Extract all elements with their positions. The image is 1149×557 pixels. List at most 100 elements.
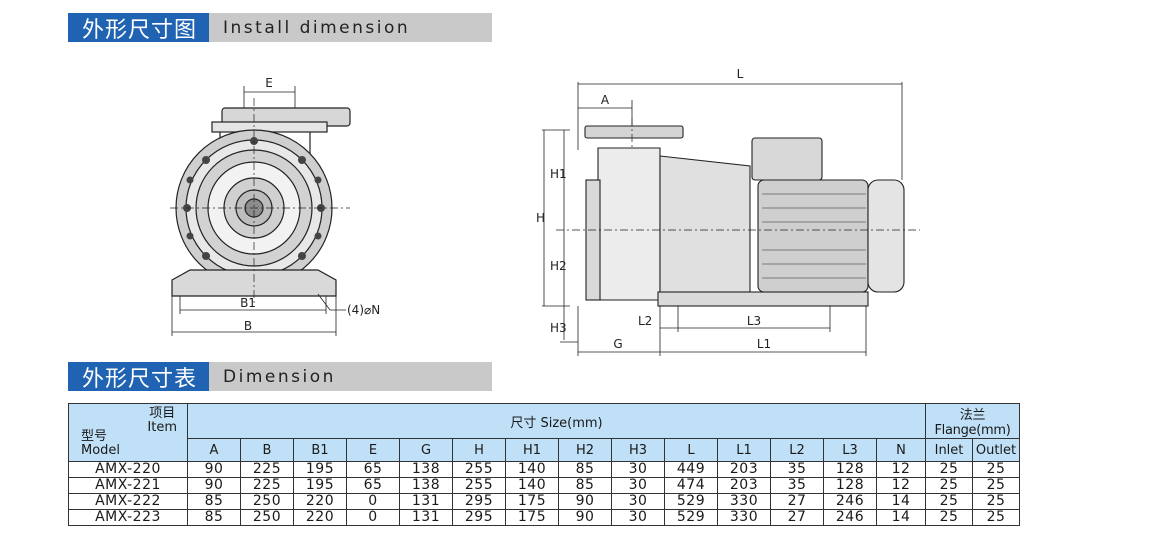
value-cell: 90 bbox=[187, 461, 241, 478]
value-cell: 225 bbox=[240, 461, 294, 478]
label-l2: L2 bbox=[638, 314, 652, 328]
value-cell: 246 bbox=[823, 509, 877, 526]
table-corner-cell: 项目 Item 型号 Model bbox=[68, 403, 188, 462]
label-l1: L1 bbox=[757, 337, 771, 351]
value-cell: 35 bbox=[770, 461, 824, 478]
install-title-en: Install dimension bbox=[209, 13, 492, 42]
size-header: 尺寸 Size(mm) bbox=[187, 403, 926, 439]
value-cell: 203 bbox=[717, 461, 771, 478]
value-cell: 25 bbox=[972, 461, 1020, 478]
column-header-n: N bbox=[876, 438, 926, 462]
dimension-title-en: Dimension bbox=[209, 362, 492, 391]
value-cell: 85 bbox=[187, 509, 241, 526]
value-cell: 529 bbox=[664, 509, 718, 526]
label-e: E bbox=[265, 76, 273, 90]
value-cell: 131 bbox=[399, 493, 453, 510]
value-cell: 27 bbox=[770, 493, 824, 510]
value-cell: 203 bbox=[717, 477, 771, 494]
value-cell: 25 bbox=[925, 493, 973, 510]
model-cell: AMX-223 bbox=[68, 509, 188, 526]
value-cell: 246 bbox=[823, 493, 877, 510]
model-cell: AMX-222 bbox=[68, 493, 188, 510]
column-header-g: G bbox=[399, 438, 453, 462]
value-cell: 25 bbox=[972, 509, 1020, 526]
label-l: L bbox=[737, 67, 744, 81]
value-cell: 140 bbox=[505, 477, 559, 494]
value-cell: 12 bbox=[876, 461, 926, 478]
value-cell: 250 bbox=[240, 493, 294, 510]
value-cell: 85 bbox=[187, 493, 241, 510]
label-a: A bbox=[601, 93, 610, 107]
value-cell: 175 bbox=[505, 509, 559, 526]
label-h: H bbox=[536, 211, 545, 225]
pump-front-view: E B1 B (4)⌀N bbox=[170, 76, 380, 336]
value-cell: 128 bbox=[823, 477, 877, 494]
pump-side-view: L A H H1 H2 H3 L2 L3 G L1 bbox=[536, 67, 920, 356]
value-cell: 175 bbox=[505, 493, 559, 510]
column-header-b: B bbox=[240, 438, 294, 462]
column-header-h: H bbox=[452, 438, 506, 462]
value-cell: 131 bbox=[399, 509, 453, 526]
value-cell: 330 bbox=[717, 509, 771, 526]
value-cell: 25 bbox=[972, 477, 1020, 494]
value-cell: 90 bbox=[558, 509, 612, 526]
value-cell: 30 bbox=[611, 461, 665, 478]
value-cell: 25 bbox=[925, 477, 973, 494]
value-cell: 255 bbox=[452, 461, 506, 478]
value-cell: 220 bbox=[293, 493, 347, 510]
column-header-l1: L1 bbox=[717, 438, 771, 462]
value-cell: 220 bbox=[293, 509, 347, 526]
column-header-h2: H2 bbox=[558, 438, 612, 462]
column-header-a: A bbox=[187, 438, 241, 462]
label-h1: H1 bbox=[550, 167, 567, 181]
install-dimension-header: 外形尺寸图 Install dimension bbox=[68, 13, 492, 43]
value-cell: 35 bbox=[770, 477, 824, 494]
value-cell: 65 bbox=[346, 477, 400, 494]
value-cell: 25 bbox=[972, 493, 1020, 510]
value-cell: 449 bbox=[664, 461, 718, 478]
column-header-h1: H1 bbox=[505, 438, 559, 462]
model-cell: AMX-221 bbox=[68, 477, 188, 494]
column-header-l: L bbox=[664, 438, 718, 462]
value-cell: 30 bbox=[611, 509, 665, 526]
value-cell: 140 bbox=[505, 461, 559, 478]
column-header-b1: B1 bbox=[293, 438, 347, 462]
corner-model-label: 型号 Model bbox=[81, 429, 121, 458]
column-header-e: E bbox=[346, 438, 400, 462]
value-cell: 474 bbox=[664, 477, 718, 494]
column-header-h3: H3 bbox=[611, 438, 665, 462]
value-cell: 14 bbox=[876, 493, 926, 510]
value-cell: 255 bbox=[452, 477, 506, 494]
label-l3: L3 bbox=[747, 314, 761, 328]
value-cell: 65 bbox=[346, 461, 400, 478]
label-b: B bbox=[244, 319, 252, 333]
label-h2: H2 bbox=[550, 259, 567, 273]
column-header-outlet: Outlet bbox=[972, 438, 1020, 462]
value-cell: 195 bbox=[293, 461, 347, 478]
value-cell: 138 bbox=[399, 461, 453, 478]
value-cell: 14 bbox=[876, 509, 926, 526]
label-g: G bbox=[613, 337, 622, 351]
value-cell: 250 bbox=[240, 509, 294, 526]
value-cell: 25 bbox=[925, 461, 973, 478]
value-cell: 12 bbox=[876, 477, 926, 494]
column-header-l3: L3 bbox=[823, 438, 877, 462]
install-title-cn: 外形尺寸图 bbox=[68, 13, 210, 43]
flange-header: 法兰 Flange(mm) bbox=[925, 403, 1020, 439]
model-cell: AMX-220 bbox=[68, 461, 188, 478]
value-cell: 90 bbox=[558, 493, 612, 510]
value-cell: 295 bbox=[452, 509, 506, 526]
column-header-inlet: Inlet bbox=[925, 438, 973, 462]
value-cell: 25 bbox=[925, 509, 973, 526]
value-cell: 90 bbox=[187, 477, 241, 494]
value-cell: 85 bbox=[558, 477, 612, 494]
value-cell: 330 bbox=[717, 493, 771, 510]
value-cell: 30 bbox=[611, 477, 665, 494]
dimension-header: 外形尺寸表 Dimension bbox=[68, 362, 492, 392]
value-cell: 0 bbox=[346, 509, 400, 526]
value-cell: 0 bbox=[346, 493, 400, 510]
